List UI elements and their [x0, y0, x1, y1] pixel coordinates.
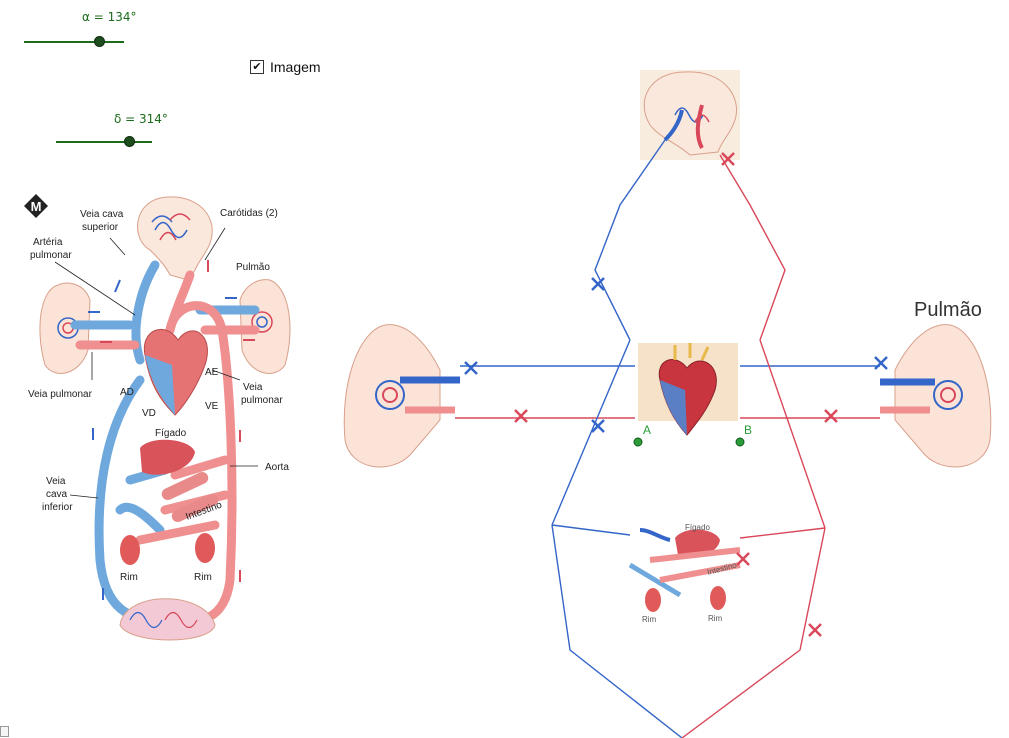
label-ad: AD [120, 387, 134, 398]
imagem-checkbox-label: Imagem [270, 59, 321, 75]
x-marker-red-abdomen [737, 553, 749, 565]
imagem-checkbox[interactable]: ✔ [250, 60, 264, 74]
label-aorta: Aorta [265, 462, 289, 473]
point-b[interactable]: B [736, 423, 752, 446]
label-arteria-pulmonar-1: Artéria [33, 237, 63, 248]
label-ve: VE [205, 401, 219, 412]
label-vd: VD [142, 408, 156, 419]
corner-toggle-button[interactable] [0, 726, 9, 737]
point-b-label: B [744, 423, 752, 437]
label-ae: AE [205, 367, 219, 378]
delta-slider-label: δ = 314° [114, 112, 168, 126]
left-kidney [120, 535, 140, 565]
model-label-rim-right: Rim [708, 614, 723, 623]
upper-loop [595, 140, 785, 340]
x-marker-red-lower [809, 624, 821, 636]
x-marker-red-right-lung [825, 410, 837, 422]
alpha-slider-track[interactable] [24, 41, 124, 43]
publisher-logo-letter: M [31, 199, 42, 214]
x-marker-blue-right-lung [875, 357, 887, 369]
label-carotidas: Carótidas (2) [220, 208, 278, 219]
label-veia-cava-superior-2: superior [82, 222, 119, 233]
model-left-lung-image [344, 325, 460, 467]
label-veia-pulmonar-left: Veia pulmonar [28, 389, 93, 400]
model-label-rim-left: Rim [642, 615, 657, 624]
label-veia-cava-inferior-1: Veia [46, 476, 66, 487]
model-head-image [640, 70, 740, 160]
label-veia-cava-inferior-2: cava [46, 489, 68, 500]
label-veia-cava-superior-1: Veia cava [80, 209, 124, 220]
publisher-logo: M [24, 194, 48, 218]
label-arteria-pulmonar-2: pulmonar [30, 250, 72, 261]
point-a[interactable]: A [634, 423, 651, 446]
label-figado: Fígado [155, 428, 187, 439]
label-veia-pulmonar-right-1: Veia [243, 382, 263, 393]
label-rim-right: Rim [194, 572, 212, 583]
lower-body-capillaries [120, 599, 215, 640]
model-heart-image [638, 343, 738, 435]
label-rim-left: Rim [120, 572, 138, 583]
x-marker-red-left-lung [515, 410, 527, 422]
delta-slider[interactable]: δ = 314° [56, 112, 156, 152]
model-right-lung-image [880, 325, 991, 467]
alpha-slider[interactable]: α = 134° [24, 10, 124, 50]
circulation-model: Pulmão Fígado Intestino Rim Rim [330, 60, 1009, 738]
delta-slider-track[interactable] [56, 141, 152, 143]
right-kidney [195, 533, 215, 563]
model-abdomen-image: Fígado Intestino Rim Rim [630, 523, 740, 624]
alpha-slider-label: α = 134° [82, 10, 137, 24]
model-pulmao-title: Pulmão [914, 299, 982, 321]
alpha-slider-knob[interactable] [94, 36, 105, 47]
point-a-label: A [643, 423, 651, 437]
label-veia-cava-inferior-3: inferior [42, 502, 73, 513]
model-label-intestino: Intestino [706, 560, 738, 577]
circulation-reference-diagram: M [0, 180, 330, 660]
model-label-figado: Fígado [685, 523, 710, 532]
label-pulmao: Pulmão [236, 262, 270, 273]
label-veia-pulmonar-right-2: pulmonar [241, 395, 283, 406]
delta-slider-knob[interactable] [124, 136, 135, 147]
imagem-checkbox-row[interactable]: ✔ Imagem [250, 59, 321, 75]
x-marker-blue-left-lung [465, 362, 477, 374]
